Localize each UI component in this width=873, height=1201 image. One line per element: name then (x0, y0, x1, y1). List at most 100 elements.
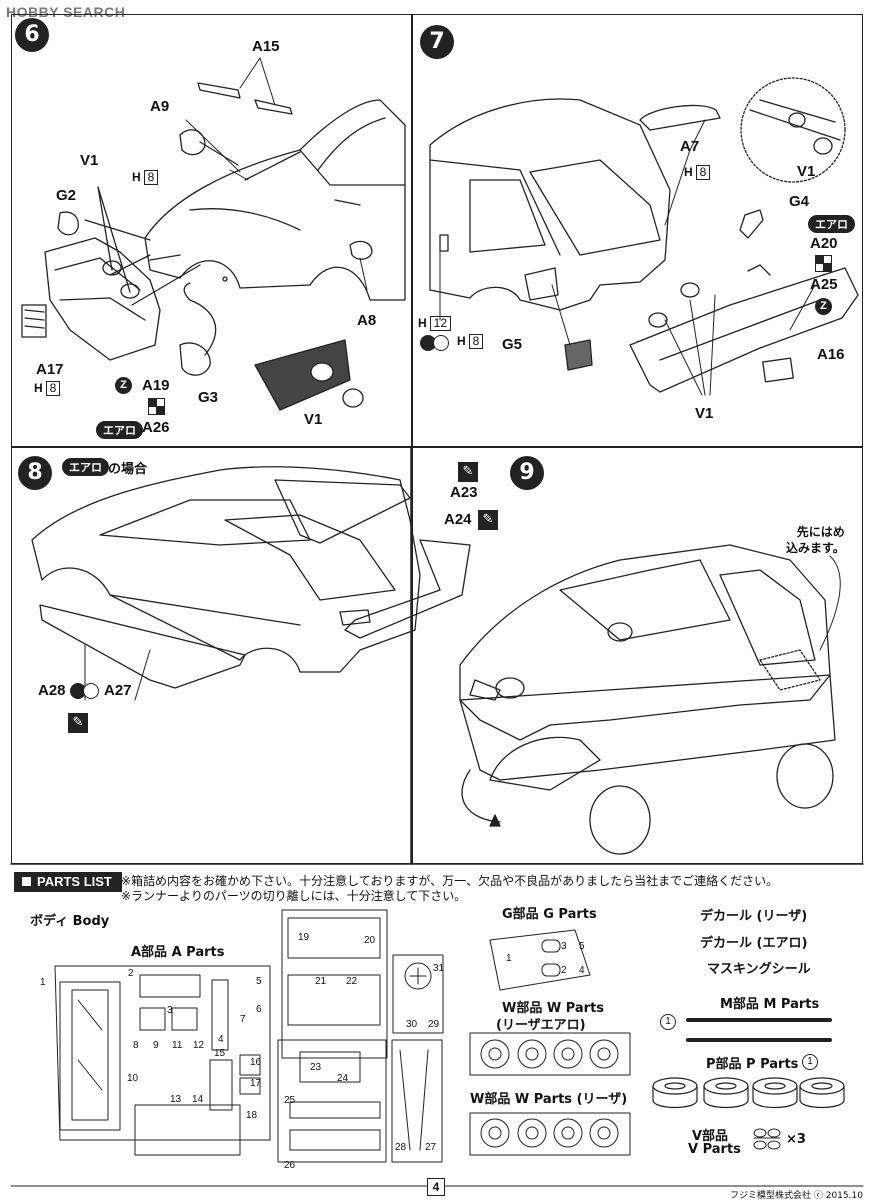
aero-badge: エアロ (96, 421, 143, 439)
part-label-g3: G3 (198, 389, 219, 406)
step-8-number: 8 (18, 456, 52, 490)
part-number: 22 (346, 976, 358, 987)
part-label-a19: A19 (142, 377, 170, 394)
part-label-v1-b: V1 (304, 411, 323, 428)
g-part-number: 2 (561, 965, 567, 976)
part-number: 20 (364, 935, 376, 946)
part-number: 15 (214, 1048, 226, 1059)
brush-paint-icon: ✎ (458, 462, 478, 482)
part-number: 6 (256, 1004, 262, 1015)
g-part-number: 4 (579, 965, 585, 976)
mixed-paint-icon (70, 683, 100, 701)
body-label: ボディ Body (30, 914, 110, 929)
v-parts-label-2: V Parts (688, 1142, 741, 1157)
g-parts-sprue (489, 929, 591, 991)
part-number: 1 (40, 977, 46, 988)
m-parts-qty: 1 (660, 1014, 676, 1030)
decal-leeza: デカール (リーザ) (700, 909, 808, 924)
m-parts-shafts (686, 1018, 832, 1042)
part-number: 28 (395, 1142, 407, 1153)
part-label-a20: A20 (810, 235, 838, 252)
part-number: 26 (284, 1160, 296, 1171)
part-label-v1-b: V1 (695, 405, 714, 422)
page-number: 4 (427, 1178, 445, 1196)
part-number: 18 (246, 1110, 258, 1121)
part-number: 31 (433, 963, 445, 974)
part-label-a7: A7 (680, 138, 700, 155)
part-label-g5: G5 (502, 336, 523, 353)
w-parts-label-2: W部品 W Parts (リーザ) (470, 1092, 628, 1107)
part-label-v1: V1 (797, 163, 816, 180)
p-parts-qty: 1 (802, 1054, 818, 1070)
p-parts-tires (652, 1077, 845, 1109)
w-parts-label-1: W部品 W Parts (502, 1001, 605, 1016)
decal-aero: デカール (エアロ) (700, 936, 808, 951)
interior-runner-top (281, 909, 388, 1059)
g-parts-label: G部品 G Parts (502, 907, 597, 922)
part-number: 9 (153, 1040, 159, 1051)
g-part-number: 3 (561, 941, 567, 952)
part-label-a9: A9 (150, 98, 170, 115)
step-6-number: 6 (15, 18, 49, 52)
part-label-a23: A23 (450, 484, 478, 501)
step6-inset (254, 339, 364, 411)
part-number: 10 (127, 1073, 139, 1084)
aero-badge: エアロ (62, 458, 109, 476)
part-label-a24: A24 (444, 511, 472, 528)
part-number: 7 (240, 1014, 246, 1025)
part-number: 11 (172, 1040, 183, 1051)
step8-car-side (31, 466, 471, 689)
aero-badge: エアロ (808, 215, 855, 233)
step7-car-rear (429, 98, 671, 311)
part-number: 17 (250, 1078, 262, 1089)
part-label-v1: V1 (80, 152, 99, 169)
a-parts-label: A部品 A Parts (131, 945, 225, 960)
part-label-a17: A17 (36, 361, 64, 378)
part-number: 30 (406, 1019, 418, 1030)
part-label-a16: A16 (817, 346, 845, 363)
part-label-g4: G4 (789, 193, 810, 210)
part-number: 13 (170, 1094, 182, 1105)
w-parts-label-1b: (リーザエアロ) (496, 1018, 586, 1033)
copyright: フジミ模型株式会社 ⓒ 2015.10 (730, 1191, 863, 1201)
p-parts-label: P部品 P Parts (706, 1057, 799, 1072)
step-7-panel (411, 14, 863, 448)
step-9-number: 9 (510, 456, 544, 490)
part-number: 25 (284, 1095, 296, 1106)
a-parts-runner (54, 965, 271, 1156)
step6-car-body (144, 99, 406, 301)
parts-note-2: ※ランナーよりのパーツの切り離しには、十分注意して下さい。 (121, 889, 467, 903)
step7-rear-bumper (564, 104, 859, 393)
mixed-paint-icon (420, 335, 450, 353)
v-parts-label-1: V部品 (692, 1129, 729, 1144)
step-7-number: 7 (420, 25, 454, 59)
part-number: 24 (337, 1073, 349, 1084)
parts-note-1: ※箱詰め内容をお確かめ下さい。十分注意しておりますが、万一、欠品や不良品がありま… (121, 874, 779, 888)
checker-paint-icon (148, 398, 165, 415)
zinc-paint-icon: Z (115, 377, 132, 394)
step-6-panel (11, 14, 413, 448)
assembly-note: 先にはめ込みます。 (786, 525, 845, 555)
parts-list-title: PARTS LIST (14, 872, 122, 892)
part-number: 27 (425, 1142, 437, 1153)
brush-paint-icon: ✎ (478, 510, 498, 530)
part-label-a25: A25 (810, 276, 838, 293)
step6-small-parts (57, 82, 373, 376)
part-label-a28: A28 (38, 682, 66, 699)
g-part-number: 5 (579, 941, 585, 952)
part-number: 3 (167, 1005, 173, 1016)
part-number: 12 (193, 1040, 205, 1051)
m-parts-label: M部品 M Parts (720, 997, 820, 1012)
part-label-a27: A27 (104, 682, 132, 699)
part-number: 8 (133, 1040, 139, 1051)
step6-front-bumper (21, 237, 161, 361)
part-label-a15: A15 (252, 38, 280, 55)
part-number: 29 (428, 1019, 440, 1030)
masking-seal: マスキングシール (707, 962, 811, 977)
